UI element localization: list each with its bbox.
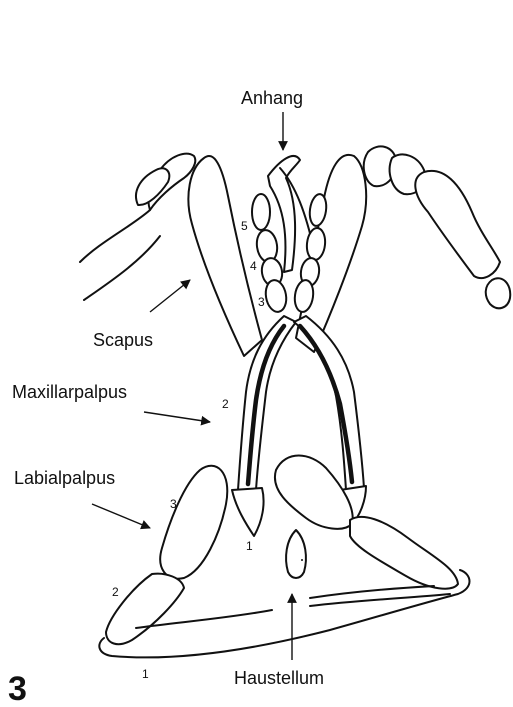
figure-number: 3 <box>8 670 27 707</box>
right-antenna <box>364 146 511 308</box>
maxillar-segment-4: 4 <box>250 259 257 273</box>
labialpalpus-arrow <box>92 504 150 528</box>
haustellum <box>286 530 306 578</box>
labial-segment-3: 3 <box>170 497 177 511</box>
right-labial-palp-3 <box>350 517 458 589</box>
labial-segment-2: 2 <box>112 585 119 599</box>
label-haustellum: Haustellum <box>234 668 324 688</box>
label-scapus: Scapus <box>93 330 153 350</box>
left-labial-palp-3 <box>160 466 227 579</box>
right-lobe <box>275 456 353 529</box>
maxillar-segment-2: 2 <box>222 397 229 411</box>
left-antenna <box>80 154 195 300</box>
left-scapus <box>188 156 262 356</box>
maxillar-segment-1: 1 <box>246 539 253 553</box>
maxillar-segment-5: 5 <box>241 219 248 233</box>
maxillarpalpus-arrow <box>144 412 210 422</box>
label-labialpalpus: Labialpalpus <box>14 468 115 488</box>
label-maxillarpalpus: Maxillarpalpus <box>12 382 127 402</box>
scapus-arrow <box>150 280 190 312</box>
labial-segment-1: 1 <box>142 667 149 681</box>
label-anhang: Anhang <box>241 88 303 108</box>
maxillar-segment-3: 3 <box>258 295 265 309</box>
